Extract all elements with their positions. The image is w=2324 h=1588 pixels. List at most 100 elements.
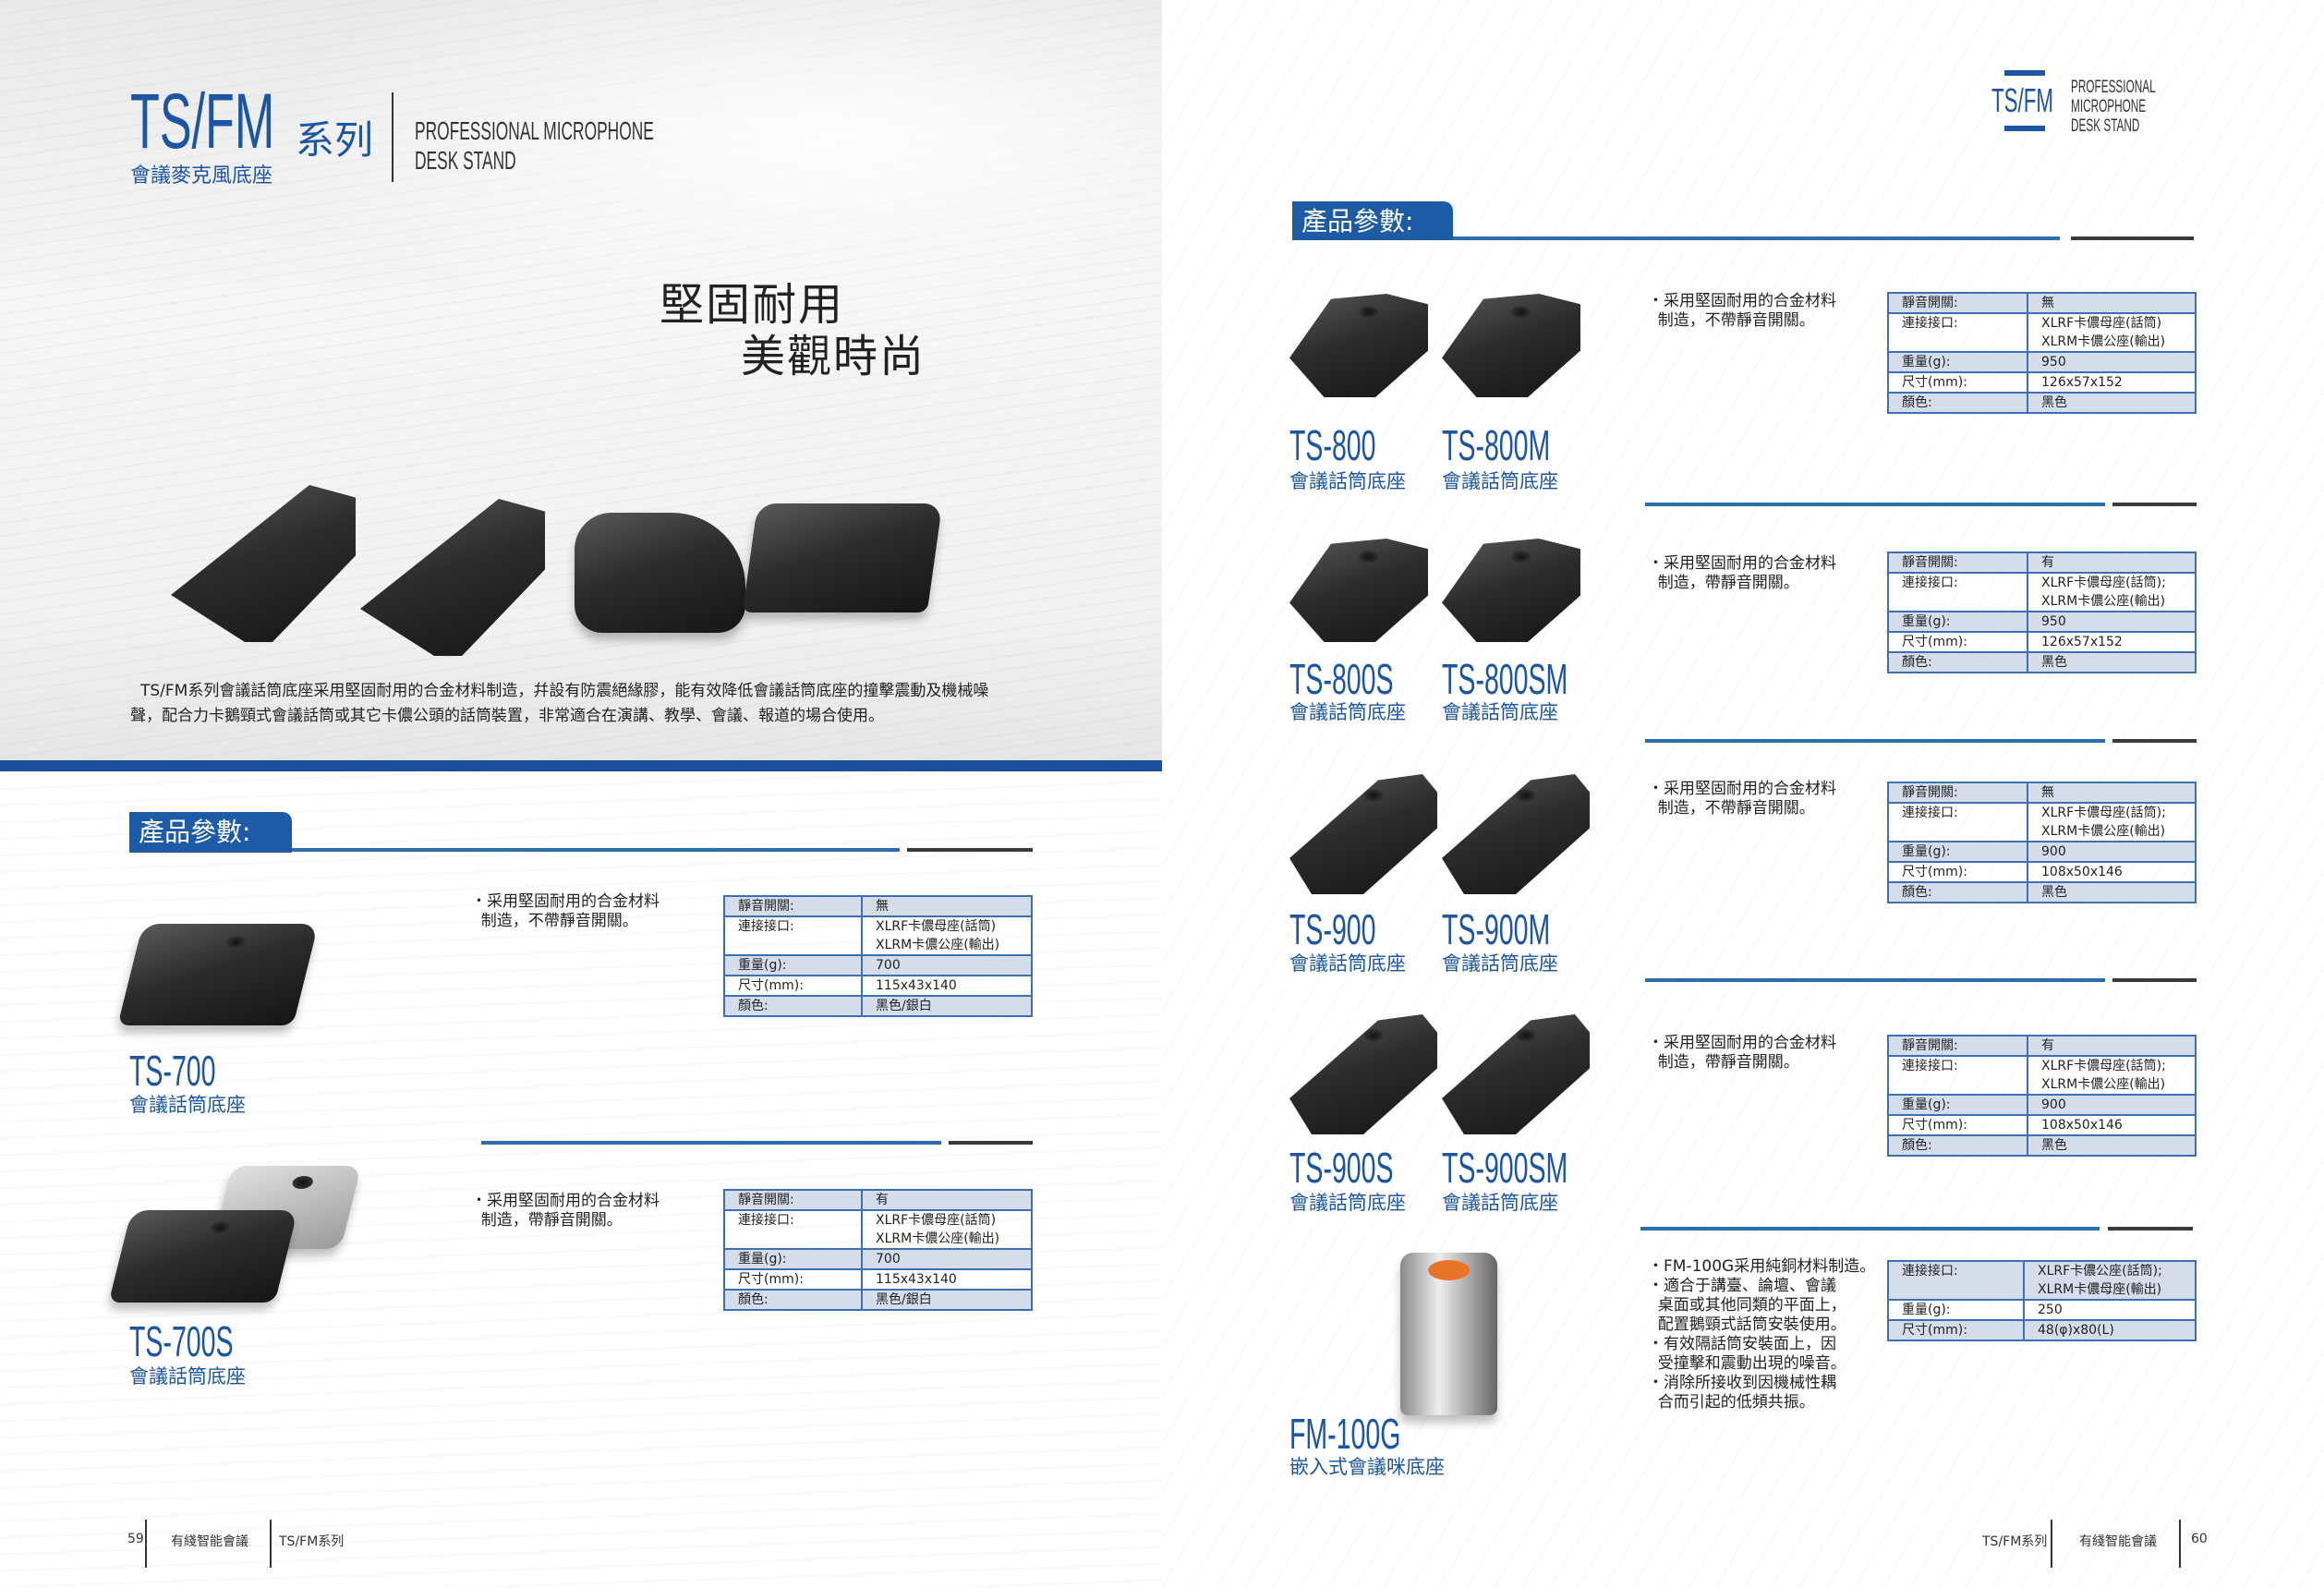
spec-value: 黑色/銀白 — [861, 1289, 1033, 1311]
spec-table: 靜音開關:有連接接口:XLRF卡儂母座(話筒); XLRM卡儂公座(輸出)重量(… — [1887, 552, 2197, 673]
mic-socket — [1516, 788, 1536, 802]
product-model-subtitle: 會議話筒底座 — [1289, 1192, 1406, 1214]
series-suffix: 系列 — [296, 117, 374, 163]
spec-value: 無 — [2027, 782, 2197, 804]
spec-row: 靜音開關:有 — [723, 1189, 1033, 1211]
spec-value: XLRF卡儂母座(話筒); XLRM卡儂公座(輸出) — [2027, 1055, 2197, 1096]
footer-divider — [270, 1520, 272, 1568]
product-model-name-text: TS-800S — [1289, 655, 1394, 703]
header-english: PROFESSIONAL MICROPHONE DESK STAND — [415, 116, 800, 176]
spec-label: 靜音開關: — [1887, 1035, 2028, 1057]
left-section-line-dark — [907, 848, 1033, 852]
spec-label: 連接接口: — [1887, 572, 2028, 612]
spec-label: 重量(g): — [723, 954, 863, 976]
spec-label: 重量(g): — [1887, 611, 2028, 633]
spec-value: 900 — [2027, 841, 2197, 863]
spec-value: 無 — [2027, 292, 2197, 314]
spec-value: 無 — [861, 895, 1033, 917]
spec-row: 顏色:黑色 — [1887, 392, 2197, 414]
mic-socket — [1363, 1028, 1384, 1042]
header-english-line2: DESK STAND — [415, 146, 516, 175]
product-model-name-text: TS-800SM — [1442, 655, 1568, 703]
header-divider — [392, 92, 393, 182]
logo-line3: DESK STAND — [2071, 116, 2140, 136]
section-divider-dark — [2112, 978, 2197, 982]
series-code: TS/FM — [130, 79, 363, 163]
section-divider-dark — [2112, 739, 2197, 743]
spec-label: 尺寸(mm): — [723, 1268, 863, 1291]
left-section-title: 產品參數: — [129, 812, 292, 853]
product-image-ts-700 — [117, 924, 319, 1025]
spec-value: 黑色 — [2027, 881, 2197, 903]
product-model-name-text: TS-800 — [1289, 421, 1376, 469]
spec-label: 連接接口: — [1887, 1260, 2025, 1301]
slogan-line1: 堅固耐用 — [660, 279, 845, 331]
spec-label: 尺寸(mm): — [1887, 371, 2028, 394]
product-model-subtitle: 會議話筒底座 — [1442, 1192, 1558, 1214]
hero-band — [0, 760, 1162, 771]
spec-value: 黑色 — [2027, 651, 2197, 673]
spec-label: 靜音開關: — [723, 1189, 863, 1211]
spec-row: 顏色:黑色 — [1887, 1134, 2197, 1157]
left-footer-series: TS/FM系列 — [279, 1534, 345, 1549]
product-model-name-text: TS-900 — [1289, 905, 1376, 953]
product-model-name: TS-700S — [129, 1319, 297, 1364]
spec-row: 尺寸(mm):108x50x146 — [1887, 861, 2197, 883]
spec-row: 尺寸(mm):115x43x140 — [723, 1268, 1033, 1291]
right-page-number: 60 — [2191, 1532, 2208, 1546]
intro-line1: TS/FM系列會議話筒底座采用堅固耐用的合金材料制造，幷設有防震絕緣膠，能有效降… — [140, 682, 989, 700]
spec-value: XLRF卡儂母座(話筒); XLRM卡儂公座(輸出) — [2027, 802, 2197, 842]
product-model-name: TS-800SM — [1442, 657, 1645, 701]
product-model-name-text: TS-800M — [1442, 421, 1551, 469]
right-footer-series: TS/FM系列 — [1982, 1534, 2048, 1549]
spec-table: 靜音開關:無連接接口:XLRF卡儂母座(話筒); XLRM卡儂公座(輸出)重量(… — [1887, 782, 2197, 903]
product-image-fm-100g — [1400, 1253, 1497, 1415]
product-model-subtitle: 嵌入式會議咪底座 — [1289, 1456, 1445, 1478]
section-divider-dark — [2112, 503, 2197, 506]
spec-row: 重量(g):950 — [1887, 611, 2197, 633]
spec-row: 重量(g):700 — [723, 954, 1033, 976]
product-model-subtitle: 會議話筒底座 — [1442, 701, 1558, 723]
spec-label: 連接接口: — [1887, 312, 2028, 353]
spec-row: 顏色:黑色 — [1887, 881, 2197, 903]
spec-value: 48(φ)x80(L) — [2023, 1319, 2197, 1341]
product-model-name: TS-900M — [1442, 907, 1616, 952]
product-model-name: FM-100G — [1289, 1412, 1469, 1456]
mic-socket — [1511, 551, 1531, 564]
spec-label: 連接接口: — [1887, 1055, 2028, 1096]
product-description: ・采用堅固耐用的合金材料 制造，不帶靜音開關。 — [1648, 780, 1836, 818]
spec-value: XLRF卡儂母座(話筒) XLRM卡儂公座(輸出) — [2027, 312, 2197, 353]
spec-label: 尺寸(mm): — [1887, 1114, 2028, 1136]
spec-label: 顏色: — [1887, 881, 2028, 903]
footer-divider — [2051, 1520, 2052, 1568]
spec-value: 黑色/銀白 — [861, 995, 1033, 1017]
spec-label: 尺寸(mm): — [1887, 631, 2028, 653]
logo-mark: TS/FM — [1991, 81, 2053, 119]
spec-row: 連接接口:XLRF卡儂母座(話筒); XLRM卡儂公座(輸出) — [1887, 1055, 2197, 1096]
mic-socket — [1359, 306, 1379, 320]
product-model-name-text: TS-700S — [129, 1317, 234, 1365]
spec-label: 連接接口: — [1887, 802, 2028, 842]
product-model-subtitle: 會議話筒底座 — [129, 1365, 246, 1388]
product-model-subtitle: 會議話筒底座 — [1289, 701, 1406, 723]
spec-label: 靜音開關: — [1887, 782, 2028, 804]
mic-socket — [1359, 551, 1379, 564]
intro-paragraph: TS/FM系列會議話筒底座采用堅固耐用的合金材料制造，幷設有防震絕緣膠，能有效降… — [130, 679, 1054, 729]
spec-table: 連接接口:XLRF卡儂公座(話筒); XLRM卡儂母座(輸出)重量(g):250… — [1887, 1260, 2197, 1341]
right-section-title: 產品參數: — [1292, 201, 1453, 240]
product-image-ts-700s — [108, 1210, 298, 1303]
spec-label: 重量(g): — [1887, 841, 2028, 863]
product-model-subtitle: 會議話筒底座 — [1289, 470, 1406, 492]
product-model-subtitle: 會議話筒底座 — [1289, 952, 1406, 975]
spec-label: 顏色: — [723, 995, 863, 1017]
product-description: ・采用堅固耐用的合金材料 制造，帶靜音開關。 — [1648, 554, 1836, 592]
product-model-name: TS-800 — [1289, 423, 1429, 467]
mic-socket — [208, 1221, 233, 1234]
spec-value: XLRF卡儂母座(話筒) XLRM卡儂公座(輸出) — [861, 1209, 1033, 1250]
spec-row: 尺寸(mm):126x57x152 — [1887, 631, 2197, 653]
spec-label: 尺寸(mm): — [723, 975, 863, 997]
spec-row: 連接接口:XLRF卡儂母座(話筒) XLRM卡儂公座(輸出) — [723, 1209, 1033, 1250]
spec-label: 顏色: — [1887, 1134, 2028, 1157]
section-divider-blue — [1645, 739, 2105, 743]
spec-label: 靜音開關: — [1887, 292, 2028, 314]
